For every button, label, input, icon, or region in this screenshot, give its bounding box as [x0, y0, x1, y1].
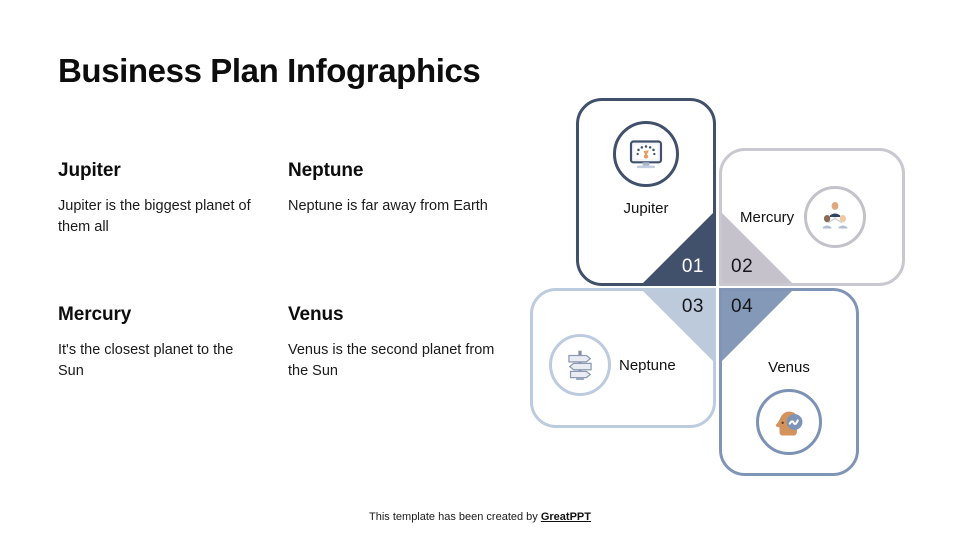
team-group-icon — [804, 186, 867, 248]
infographic-card-venus[interactable]: Venus 04 — [719, 288, 859, 476]
card-number-corner-venus: 04 — [722, 291, 792, 361]
card-number-jupiter: 01 — [681, 256, 704, 277]
dashboard-monitor-icon — [613, 121, 679, 187]
infographic-card-neptune[interactable]: Neptune 03 — [530, 288, 716, 428]
footer-credit-text: This template has been created by — [369, 511, 541, 523]
description-body-venus: Venus is the second planet from the Sun — [288, 342, 495, 380]
description-block-neptune: Neptune Neptune is far away from Earth — [288, 160, 528, 238]
card-number-venus: 04 — [731, 296, 754, 317]
description-body-mercury: It's the closest planet to the Sun — [58, 342, 234, 380]
card-number-corner-neptune: 03 — [643, 291, 713, 361]
description-title-neptune: Neptune — [288, 160, 364, 181]
description-block-venus: Venus Venus is the second planet from th… — [288, 304, 528, 382]
card-label-jupiter: Jupiter — [623, 200, 669, 217]
description-body-jupiter: Jupiter is the biggest planet of them al… — [58, 198, 251, 236]
footer-brand-link[interactable]: GreatPPT — [540, 511, 591, 523]
head-idea-icon — [756, 389, 822, 455]
description-block-mercury: Mercury It's the closest planet to the S… — [58, 304, 288, 382]
page-title: Business Plan Infographics — [58, 52, 481, 89]
infographic-card-jupiter[interactable]: Jupiter 01 — [576, 98, 716, 286]
description-title-mercury: Mercury — [58, 304, 132, 326]
description-title-jupiter: Jupiter — [58, 160, 121, 181]
card-number-neptune: 03 — [681, 296, 704, 317]
infographic-diagram: Jupiter 01 Mercury — [524, 98, 914, 478]
card-number-corner-jupiter: 01 — [643, 213, 713, 283]
card-number-corner-mercury: 02 — [722, 213, 792, 283]
footer-credit: This template has been created by GreatP… — [0, 511, 960, 523]
infographic-card-mercury[interactable]: Mercury 02 — [719, 148, 905, 286]
description-body-neptune: Neptune is far away from Earth — [288, 198, 488, 214]
card-label-venus: Venus — [768, 359, 810, 376]
description-title-venus: Venus — [288, 304, 344, 326]
card-number-mercury: 02 — [731, 256, 754, 277]
description-block-jupiter: Jupiter Jupiter is the biggest planet of… — [58, 160, 288, 238]
signpost-directions-icon — [549, 334, 611, 396]
description-grid: Jupiter Jupiter is the biggest planet of… — [58, 160, 528, 382]
